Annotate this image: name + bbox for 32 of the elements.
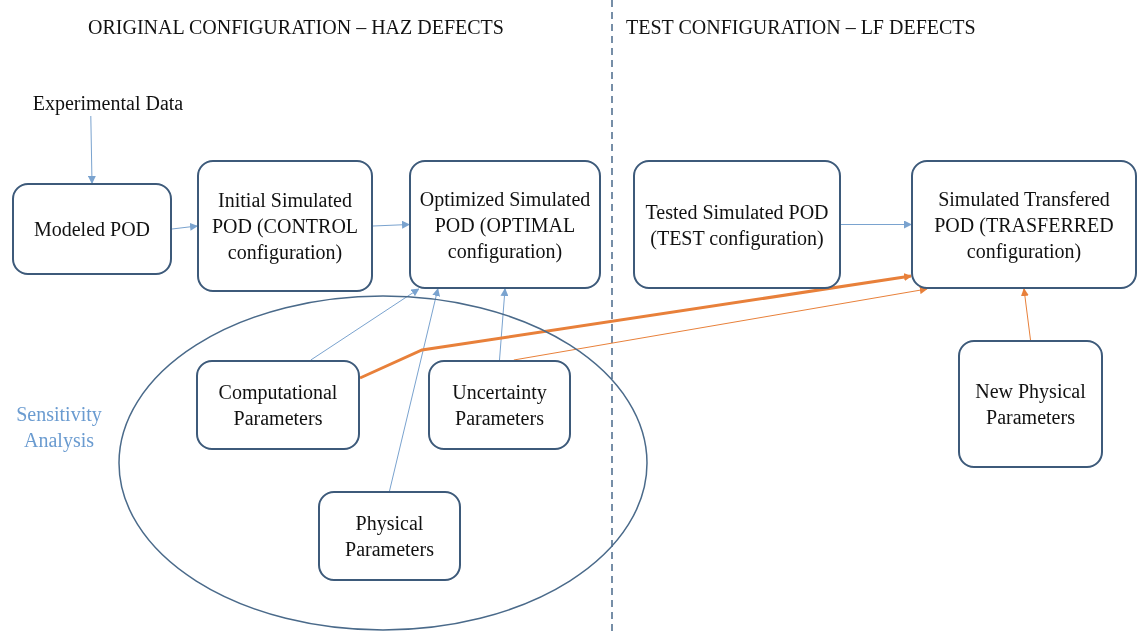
process-box — [196, 360, 360, 450]
process-box — [633, 160, 841, 289]
arrow — [499, 288, 509, 361]
process-box — [409, 160, 601, 289]
arrow — [1020, 288, 1031, 341]
process-box — [318, 491, 461, 581]
box-label: New Physical Parameters — [974, 379, 1087, 430]
process-box — [12, 183, 172, 275]
process-box — [911, 160, 1137, 289]
arrow — [87, 115, 96, 184]
arrow — [171, 222, 198, 231]
box-label: Modeled POD — [33, 217, 151, 242]
arrow — [359, 273, 912, 380]
section-heading: TEST CONFIGURATION – LF DEFECTS — [626, 16, 976, 39]
arrow — [389, 288, 441, 492]
group-label: Sensitivity Analysis — [15, 402, 103, 453]
box-label: Tested Simulated POD (TEST configuration) — [644, 199, 830, 251]
arrow — [372, 220, 410, 229]
process-box — [958, 340, 1103, 468]
process-box — [428, 360, 571, 450]
arrow — [310, 288, 420, 361]
box-label: Physical Parameters — [344, 511, 435, 562]
section-heading: ORIGINAL CONFIGURATION – HAZ DEFECTS — [88, 16, 504, 39]
box-label: Uncertainty Parameters — [451, 380, 548, 431]
process-box — [197, 160, 373, 292]
box-label: Initial Simulated POD (CONTROL configuration) — [210, 188, 360, 265]
box-label: Computational Parameters — [217, 380, 339, 431]
box-label: Simulated Transfered POD (TRASFERRED configuration) — [933, 186, 1115, 264]
input-label: Experimental Data — [32, 91, 184, 116]
arrow — [513, 286, 928, 361]
arrow — [840, 220, 912, 229]
box-label: Optimized Simulated POD (OPTIMAL configuration) — [418, 186, 592, 264]
